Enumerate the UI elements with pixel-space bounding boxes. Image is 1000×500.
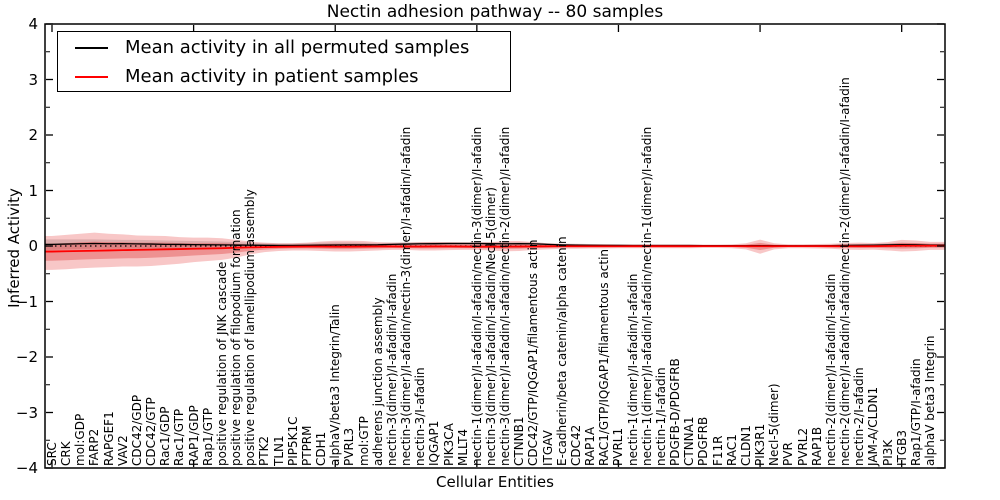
patient-mean-line [45,244,945,253]
legend-entry-patient: Mean activity in patient samples [58,63,510,90]
legend-entry-permuted: Mean activity in all permuted samples [58,34,510,61]
y-tick-label: 0 [28,237,38,255]
chart-title: Nectin adhesion pathway -- 80 samples [326,2,664,22]
legend-label-permuted: Mean activity in all permuted samples [125,37,470,58]
y-tick-label: 4 [28,15,38,33]
patient-line-swatch [75,75,108,78]
y-tick-label: 3 [28,70,38,89]
y-tick-label: −3 [15,403,38,422]
axes-frame [44,23,946,469]
legend: Mean activity in all permuted samples Me… [57,31,511,92]
legend-label-patient: Mean activity in patient samples [125,66,419,87]
y-tick-label: 2 [28,126,38,144]
y-tick-label: −1 [15,292,38,311]
series-layer [45,232,945,270]
y-tick-label: −2 [15,348,38,366]
patient-range-outer-band [45,232,945,270]
permuted-line-swatch [75,46,108,49]
x-axis-label: Cellular Entities [436,473,554,491]
y-tick-label: 1 [28,181,38,200]
y-tick-label: −4 [15,459,38,477]
